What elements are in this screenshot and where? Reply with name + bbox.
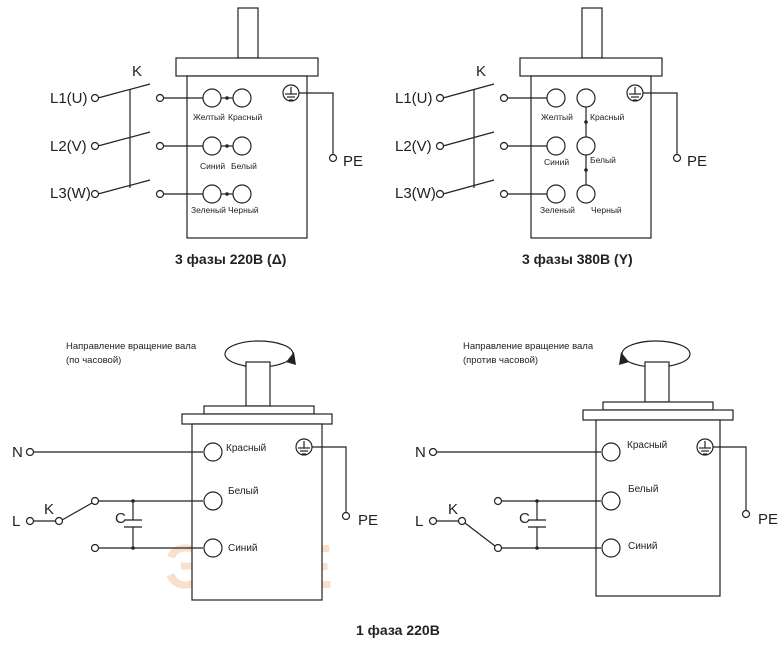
motor-shaft [237,7,259,59]
n-label: N [415,444,426,461]
rotation-label: Направление вращение вала [66,341,197,352]
terminal-label: Синий [228,543,258,554]
diagram-title: 1 фаза 220В [356,622,440,638]
rotation-label: Направление вращение вала [463,341,594,352]
terminal-label: Красный [226,443,266,454]
rotation-label: (против часовой) [463,355,538,366]
terminal-label: Красный [590,112,624,122]
terminal-label: Синий [544,157,569,167]
motor-flange [519,57,663,77]
diagram-delta: L1(U) L2(V) L3(W) K Желтый [50,7,363,267]
capacitor-label: C [115,510,126,527]
l-label: L [415,513,423,530]
diagram-single-cw: Направление вращение вала (по часовой) N… [12,340,378,601]
terminal-label: Белый [628,484,658,495]
terminal-label: Белый [228,486,258,497]
terminal-label: Зеленый [540,205,575,215]
switch-label: K [476,63,486,80]
diagram-single-ccw: Направление вращение вала (против часово… [415,340,778,597]
switch-label: K [448,501,458,518]
terminal-label: Синий [628,541,658,552]
switch-label: K [132,63,142,80]
pe-label: PE [758,511,778,528]
motor-flange [175,57,319,77]
terminal-label: Белый [231,161,257,171]
terminal-label: Красный [627,440,667,451]
line-label: L2(V) [50,138,87,155]
terminal-label: Черный [591,205,622,215]
switch-label: K [44,501,54,518]
motor-flange [203,405,315,415]
line-label: L3(W) [50,185,91,202]
terminal-label: Желтый [541,112,573,122]
diagram-title: 3 фазы 220В (Δ) [175,251,286,267]
diagram-title: 3 фазы 380В (Y) [522,251,633,267]
motor-shaft [245,361,271,407]
l-label: L [12,513,20,530]
ground-icon [696,438,714,456]
terminal-label: Зеленый [191,205,226,215]
terminal-label: Желтый [193,112,225,122]
rotation-label: (по часовой) [66,355,121,366]
capacitor-label: C [519,510,530,527]
terminal-label: Красный [228,112,262,122]
line-label: L1(U) [50,90,88,107]
motor-flange [181,413,333,425]
n-label: N [12,444,23,461]
motor-shaft [581,7,603,59]
line-label: L2(V) [395,138,432,155]
pe-label: PE [343,153,363,170]
pe-label: PE [687,153,707,170]
terminal-label: Черный [228,205,259,215]
ground-icon [282,84,300,102]
motor-shaft [644,361,670,403]
terminal-label: Белый [590,155,616,165]
line-label: L1(U) [395,90,433,107]
motor-flange [582,409,734,421]
motor-flange [602,401,714,411]
line-label: L3(W) [395,185,436,202]
terminal-label: Синий [200,161,225,171]
pe-label: PE [358,512,378,529]
ground-icon [295,438,313,456]
diagram-star: L1(U) L2(V) L3(W) K Желтый Красный Синий… [395,7,707,267]
ground-icon [626,84,644,102]
